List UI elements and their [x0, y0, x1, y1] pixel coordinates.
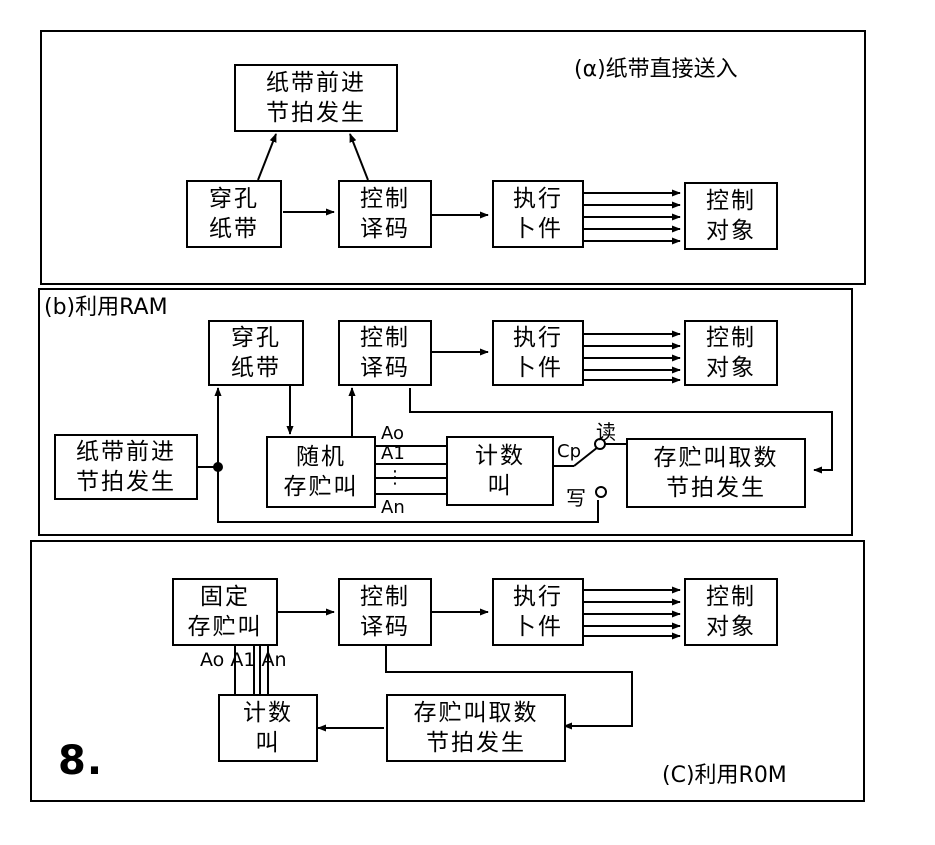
box-a-tape-advance: 纸带前进 节拍发生: [234, 64, 398, 132]
box-b-punched-tape-line1: 穿孔: [231, 325, 281, 351]
box-b-punched-tape: 穿孔 纸带: [208, 320, 304, 386]
box-b-tape-advance-line1: 纸带前进: [76, 439, 176, 465]
box-c-counter-line2: 叫: [255, 730, 281, 756]
box-b-tape-advance-line2: 节拍发生: [76, 469, 176, 495]
box-c-control-object-line1: 控制: [706, 584, 756, 610]
box-b-control-decode: 控制 译码: [338, 320, 432, 386]
box-a-executor: 执行 卜件: [492, 180, 584, 248]
box-b-counter-line2: 叫: [487, 473, 513, 499]
line-b-junction-to-write: [217, 467, 599, 523]
box-c-executor-line2: 卜件: [513, 614, 563, 640]
arrow-a-tape-to-advance: [257, 133, 277, 181]
box-b-ram-line2: 存贮叫: [283, 474, 359, 500]
box-c-counter-line1: 计数: [243, 700, 293, 726]
box-b-storage-fetch-line2: 节拍发生: [666, 475, 766, 501]
box-a-control-object-line1: 控制: [706, 188, 756, 214]
box-b-storage-fetch: 存贮叫取数 节拍发生: [626, 438, 806, 508]
box-c-storage-fetch: 存贮叫取数 节拍发生: [386, 694, 566, 762]
box-a-punched-tape-line2: 纸带: [209, 216, 259, 242]
box-a-executor-line1: 执行: [513, 186, 563, 212]
label-b-read: 读: [596, 420, 616, 444]
switch-b-blade: [573, 446, 599, 467]
box-b-control-object: 控制 对象: [684, 320, 778, 386]
box-c-control-decode-line1: 控制: [360, 584, 410, 610]
box-c-rom-line1: 固定: [200, 584, 250, 610]
box-b-counter-line1: 计数: [475, 443, 525, 469]
arrow-c-decode-to-fetch: [385, 646, 633, 730]
box-a-tape-advance-line1: 纸带前进: [266, 70, 366, 96]
box-b-control-object-line2: 对象: [706, 355, 756, 381]
box-a-executor-line2: 卜件: [513, 216, 563, 242]
label-b-a0: Ao: [381, 423, 405, 444]
box-a-punched-tape-line1: 穿孔: [209, 186, 259, 212]
box-c-control-decode: 控制 译码: [338, 578, 432, 646]
box-a-control-object-line2: 对象: [706, 218, 756, 244]
box-c-control-object: 控制 对象: [684, 578, 778, 646]
box-b-counter: 计数 叫: [446, 436, 554, 506]
box-a-control-decode: 控制 译码: [338, 180, 432, 248]
label-b-an: An: [381, 497, 405, 518]
label-b-a1: A1: [381, 443, 405, 464]
box-a-control-decode-line1: 控制: [360, 186, 410, 212]
box-a-punched-tape: 穿孔 纸带: [186, 180, 282, 248]
box-b-ram: 随机 存贮叫: [266, 436, 376, 508]
arrow-a-decode-to-advance: [349, 133, 369, 181]
label-c-address-lines: Ao A1 An: [200, 649, 287, 671]
panel-b-caption: (b)利用RAM: [44, 295, 168, 320]
box-b-control-decode-line1: 控制: [360, 325, 410, 351]
label-b-cp: Cp: [557, 441, 581, 462]
box-c-storage-fetch-line2: 节拍发生: [426, 730, 526, 756]
box-b-punched-tape-line2: 纸带: [231, 355, 281, 381]
box-c-rom-line2: 存贮叫: [187, 614, 263, 640]
box-b-executor: 执行 卜件: [492, 320, 584, 386]
box-b-ram-line1: 随机: [296, 444, 346, 470]
box-c-storage-fetch-line1: 存贮叫取数: [413, 700, 539, 726]
figure-number: 8.: [58, 738, 104, 784]
box-b-tape-advance: 纸带前进 节拍发生: [54, 434, 198, 500]
box-a-control-decode-line2: 译码: [360, 216, 410, 242]
arrow-b-decode-to-fetch: [409, 388, 833, 474]
box-b-control-decode-line2: 译码: [360, 355, 410, 381]
box-c-control-object-line2: 对象: [706, 614, 756, 640]
panel-c-caption: (C)利用R0M: [662, 763, 787, 788]
box-c-counter: 计数 叫: [218, 694, 318, 762]
box-b-executor-line1: 执行: [513, 325, 563, 351]
box-c-executor-line1: 执行: [513, 584, 563, 610]
box-c-executor: 执行 卜件: [492, 578, 584, 646]
box-c-control-decode-line2: 译码: [360, 614, 410, 640]
switch-b-write-contact: [595, 486, 607, 498]
box-a-control-object: 控制 对象: [684, 182, 778, 250]
box-c-rom: 固定 存贮叫: [172, 578, 278, 646]
box-a-tape-advance-line2: 节拍发生: [266, 100, 366, 126]
box-b-storage-fetch-line1: 存贮叫取数: [653, 445, 779, 471]
junction-dot-b: [213, 462, 223, 472]
panel-a-caption: (α)纸带直接送入: [574, 57, 738, 82]
box-b-executor-line2: 卜件: [513, 355, 563, 381]
label-b-dots: ⋮: [386, 467, 404, 488]
label-b-write: 写: [566, 486, 586, 510]
box-b-control-object-line1: 控制: [706, 325, 756, 351]
switch-b-read-contact: [594, 438, 606, 450]
